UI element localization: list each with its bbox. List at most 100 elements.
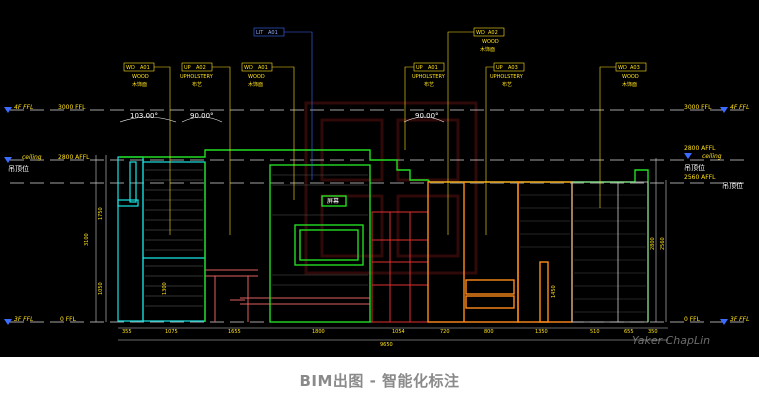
wardrobe-middle	[517, 181, 573, 323]
dim-label: 655	[624, 329, 634, 335]
dim-label: 355	[122, 329, 132, 335]
level-triangle-icon	[684, 153, 692, 159]
svg-text:A01: A01	[140, 65, 150, 71]
level-tag-top-right: 4F FFL	[730, 104, 749, 111]
svg-text:木饰面: 木饰面	[480, 46, 495, 53]
level-markers-right: 3000 FFL 4F FFL 2800 AFFL ceiling 吊顶位 25…	[684, 104, 749, 325]
level-value-ceiling: 2800 AFFL	[58, 154, 90, 161]
svg-text:WD: WD	[476, 30, 485, 36]
dim-label: 3100	[84, 233, 90, 246]
bar-stools	[205, 269, 370, 322]
wardrobe-left	[427, 181, 519, 323]
level-tag-ceiling-right: ceiling	[702, 153, 722, 160]
svg-text:A01: A01	[268, 30, 278, 36]
svg-text:WOOD: WOOD	[622, 74, 639, 80]
dim-label: 1350	[535, 329, 548, 335]
left-cabinet-hatch	[145, 169, 203, 307]
signature-watermark: Yaker ChapLin	[632, 334, 710, 347]
level-triangle-icon	[720, 107, 728, 113]
svg-text:UP: UP	[496, 65, 503, 71]
svg-text:A02: A02	[196, 65, 206, 71]
level-hang-right-2: 吊顶位	[722, 181, 743, 190]
svg-text:木饰面: 木饰面	[248, 81, 263, 88]
svg-text:WD: WD	[618, 65, 627, 71]
dim-label: 800	[484, 329, 494, 335]
screen-panel	[321, 195, 347, 207]
level-triangle-icon	[4, 157, 12, 163]
dim-label: 720	[440, 329, 450, 335]
svg-text:布艺: 布艺	[424, 81, 434, 88]
main-frame	[120, 149, 649, 323]
level-tag-top: 4F FFL	[14, 104, 33, 111]
wardrobe	[427, 181, 573, 323]
right-panel	[571, 181, 649, 323]
svg-text:布艺: 布艺	[192, 81, 202, 88]
svg-text:LIT: LIT	[256, 30, 264, 36]
level-triangle-icon	[4, 319, 12, 325]
elevation-svg: 4F FFL 3000 FFL ceiling 2800 AFFL 吊顶位 3F…	[4, 27, 749, 348]
left-cabinet	[117, 156, 206, 322]
dimension-right: 2800 2560 1300 1450	[162, 158, 667, 322]
caption: BIM出图 - 智能化标注	[299, 372, 460, 390]
fireplace	[294, 224, 364, 266]
dim-label: 1450	[551, 285, 557, 298]
cad-elevation-drawing: 4F FFL 3000 FFL ceiling 2800 AFFL 吊顶位 3F…	[0, 0, 759, 357]
material-tag: LIT A01	[253, 27, 313, 180]
svg-text:WOOD: WOOD	[132, 74, 149, 80]
level-markers-left: 4F FFL 3000 FFL ceiling 2800 AFFL 吊顶位 3F…	[4, 104, 90, 325]
level-value-hang-right: 2560 AFFL	[684, 174, 716, 181]
svg-text:A03: A03	[508, 65, 518, 71]
svg-text:UPHOLSTERY: UPHOLSTERY	[490, 74, 524, 80]
dim-label: 1050	[98, 282, 104, 295]
svg-text:UP: UP	[184, 65, 191, 71]
svg-text:木饰面: 木饰面	[132, 81, 147, 88]
screen-label: 屏幕	[327, 197, 339, 205]
svg-text:A03: A03	[630, 65, 640, 71]
watermark-frame	[304, 101, 478, 275]
dim-label: 1800	[312, 329, 325, 335]
level-triangle-icon	[4, 107, 12, 113]
dim-label: 1750	[98, 207, 104, 220]
level-tag-floor-right: 3F FFL	[730, 316, 749, 323]
dim-total: 9650	[380, 342, 393, 348]
dim-label: 1054	[392, 329, 405, 335]
svg-text:WD: WD	[126, 65, 135, 71]
level-tag-ceiling: ceiling	[22, 154, 42, 161]
svg-text:A01: A01	[428, 65, 438, 71]
dim-label: 350	[648, 329, 658, 335]
svg-text:WOOD: WOOD	[482, 39, 499, 45]
svg-text:布艺: 布艺	[502, 81, 512, 88]
red-shelving	[371, 211, 429, 323]
dim-label: 2560	[660, 237, 666, 250]
angle-label: 90.00°	[415, 112, 439, 120]
svg-text:木饰面: 木饰面	[622, 81, 637, 88]
svg-text:UPHOLSTERY: UPHOLSTERY	[412, 74, 446, 80]
angle-label: 90.00°	[190, 112, 214, 120]
level-hang-left: 吊顶位	[8, 164, 29, 173]
level-value-top-right: 3000 FFL	[684, 104, 712, 111]
level-tag-floor: 3F FFL	[14, 316, 33, 323]
tv-wall-hatch	[272, 174, 368, 286]
dim-label: 510	[590, 329, 600, 335]
level-lines	[10, 109, 748, 323]
dim-label: 2800	[650, 237, 656, 250]
dim-label: 1300	[162, 282, 168, 295]
angle-annotations: 103.00° 90.00° 90.00°	[119, 112, 445, 123]
svg-text:WOOD: WOOD	[248, 74, 265, 80]
cabinet-body	[142, 161, 206, 322]
tv-wall	[269, 164, 371, 323]
dim-label: 1655	[228, 329, 241, 335]
level-hang-right: 吊顶位	[684, 163, 705, 172]
svg-text:A02: A02	[488, 30, 498, 36]
level-value-ceiling-right: 2800 AFFL	[684, 145, 716, 152]
svg-text:UPHOLSTERY: UPHOLSTERY	[180, 74, 214, 80]
dimension-left: 3100 1750 1050	[84, 155, 107, 322]
